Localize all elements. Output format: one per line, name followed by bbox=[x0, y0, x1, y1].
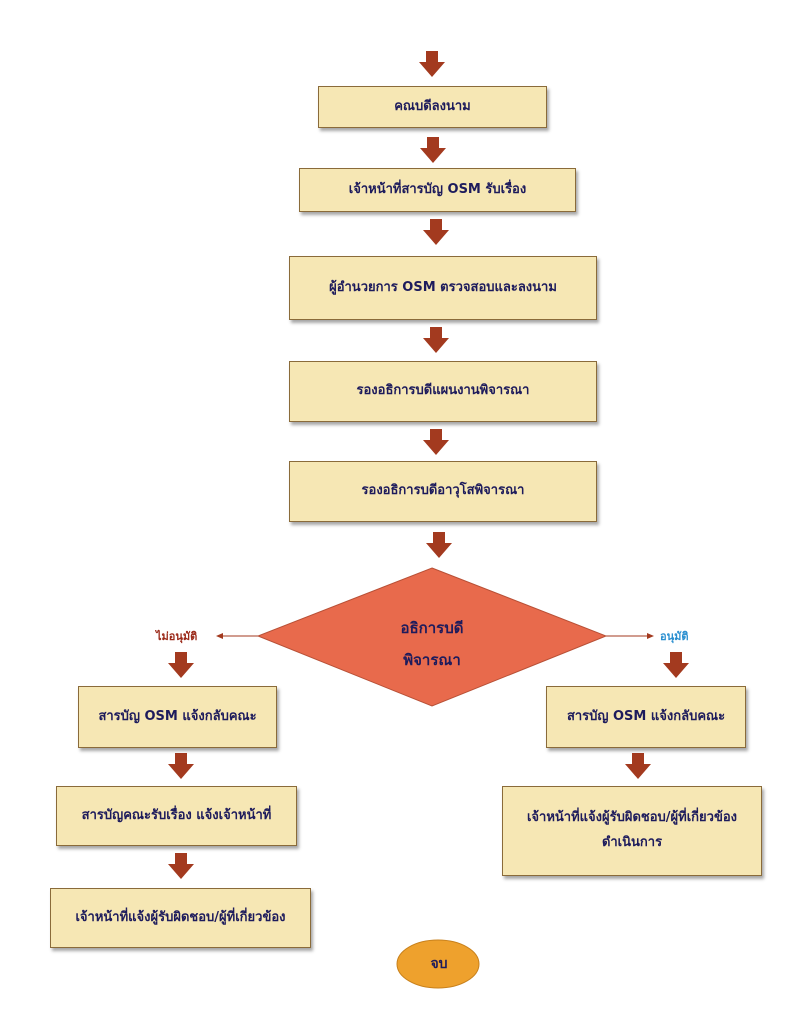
step-label: เจ้าหน้าที่แจ้งผู้รับผิดชอบ/ผู้ที่เกี่ยว… bbox=[75, 909, 286, 925]
down-arrow-icon bbox=[625, 753, 651, 779]
decision-line-1: อธิการบดี bbox=[400, 619, 464, 637]
left-faculty-receive: สารบัญคณะรับเรื่อง แจ้งเจ้าหน้าที่ bbox=[56, 786, 297, 846]
down-arrow-icon bbox=[168, 652, 194, 678]
step-label: สารบัญ OSM แจ้งกลับคณะ bbox=[566, 708, 726, 724]
down-arrow-icon bbox=[663, 652, 689, 678]
decision-label: อธิการบดี พิจารณา bbox=[342, 612, 522, 676]
step-label: ผู้อำนวยการ OSM ตรวจสอบและลงนาม bbox=[329, 279, 557, 295]
step-senior-vp: รองอธิการบดีอาวุโสพิจารณา bbox=[289, 461, 597, 522]
step-label-line-1: เจ้าหน้าที่แจ้งผู้รับผิดชอบ/ผู้ที่เกี่ยว… bbox=[526, 810, 738, 826]
approved-label: อนุมัติ bbox=[660, 630, 689, 643]
down-arrow-icon bbox=[423, 327, 449, 353]
decision-line-2: พิจารณา bbox=[403, 651, 461, 669]
step-label: สารบัญคณะรับเรื่อง แจ้งเจ้าหน้าที่ bbox=[81, 807, 272, 823]
left-staff-notify: เจ้าหน้าที่แจ้งผู้รับผิดชอบ/ผู้ที่เกี่ยว… bbox=[50, 888, 311, 948]
connector-no-arrowhead bbox=[216, 633, 223, 639]
left-osm-notify-faculty: สารบัญ OSM แจ้งกลับคณะ bbox=[78, 686, 277, 748]
down-arrow-icon bbox=[168, 853, 194, 879]
down-arrow-icon bbox=[426, 532, 452, 558]
right-osm-notify-faculty: สารบัญ OSM แจ้งกลับคณะ bbox=[546, 686, 746, 748]
step-label: รองอธิการบดีแผนงานพิจารณา bbox=[356, 383, 530, 399]
down-arrow-icon bbox=[420, 137, 446, 163]
not-approved-label: ไม่อนุมัติ bbox=[156, 630, 198, 643]
step-label: เจ้าหน้าที่สารบัญ OSM รับเรื่อง bbox=[348, 181, 527, 197]
step-label-line-2: ดำเนินการ bbox=[601, 835, 663, 850]
step-label: คณบดีลงนาม bbox=[394, 98, 471, 114]
step-dean-sign: คณบดีลงนาม bbox=[318, 86, 547, 128]
step-label: สารบัญ OSM แจ้งกลับคณะ bbox=[98, 708, 257, 724]
down-arrow-icon bbox=[419, 51, 445, 77]
end-oval bbox=[396, 939, 480, 989]
end-label: จบ bbox=[430, 956, 448, 972]
step-osm-receive: เจ้าหน้าที่สารบัญ OSM รับเรื่อง bbox=[299, 168, 576, 212]
right-staff-notify: เจ้าหน้าที่แจ้งผู้รับผิดชอบ/ผู้ที่เกี่ยว… bbox=[502, 786, 762, 876]
connector-yes-arrowhead bbox=[647, 633, 654, 639]
decision-diamond bbox=[256, 567, 608, 707]
down-arrow-icon bbox=[168, 753, 194, 779]
step-vp-planning: รองอธิการบดีแผนงานพิจารณา bbox=[289, 361, 597, 422]
down-arrow-icon bbox=[423, 219, 449, 245]
step-osm-director: ผู้อำนวยการ OSM ตรวจสอบและลงนาม bbox=[289, 256, 597, 320]
step-label: รองอธิการบดีอาวุโสพิจารณา bbox=[361, 483, 525, 499]
down-arrow-icon bbox=[423, 429, 449, 455]
